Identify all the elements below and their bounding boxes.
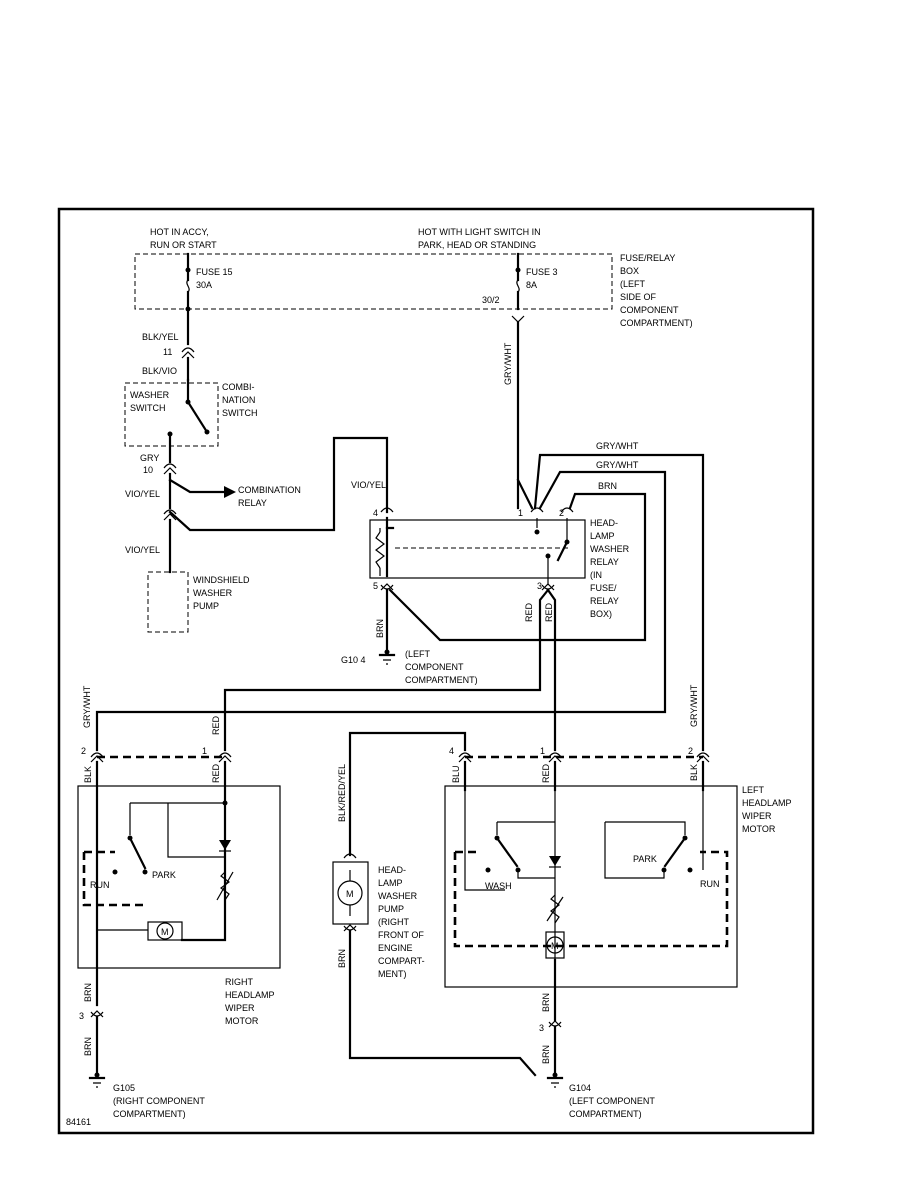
arrow-icon bbox=[224, 486, 236, 498]
label-brn-rm-b: BRN bbox=[83, 1037, 93, 1056]
label-fuse-box: FUSE/RELAY BOX (LEFT SIDE OF COMPONENT C… bbox=[620, 253, 693, 328]
label-blk-vio: BLK/VIO bbox=[142, 366, 177, 376]
combination-relay-wire bbox=[168, 478, 226, 494]
label-relay-pin1: 1 bbox=[518, 508, 523, 518]
label-vio-yel-1: VIO/YEL bbox=[125, 489, 160, 499]
figure-number: 84161 bbox=[66, 1117, 91, 1127]
wire-blk-red-yel bbox=[348, 731, 467, 857]
label-pin11: 11 bbox=[163, 347, 172, 357]
label-pin3-lm: 3 bbox=[539, 1023, 544, 1033]
wire-red-relay-3 bbox=[223, 588, 550, 752]
label-red-relay-b: RED bbox=[544, 602, 554, 622]
fuse-3 bbox=[511, 252, 525, 510]
right-motor-internals bbox=[82, 800, 234, 942]
combination-switch-box bbox=[124, 382, 219, 447]
motor-symbol: M bbox=[551, 941, 559, 951]
connector-11 bbox=[181, 347, 195, 359]
ground-icon bbox=[546, 1072, 564, 1088]
label-vio-yel-3: VIO/YEL bbox=[125, 545, 160, 555]
relay-coil bbox=[375, 531, 385, 569]
label-brn-pump: BRN bbox=[337, 949, 347, 968]
label-park-r: PARK bbox=[152, 870, 176, 880]
wire-gry-wht-relay-1 bbox=[516, 478, 534, 510]
ground-icon bbox=[378, 649, 396, 665]
label-brn-lm-b: BRN bbox=[541, 1045, 551, 1064]
label-park-l: PARK bbox=[633, 854, 657, 864]
label-brn-relay: BRN bbox=[375, 619, 385, 638]
label-gry-wht-vert: GRY/WHT bbox=[503, 342, 513, 385]
wire-gry-wht-inner bbox=[95, 470, 667, 752]
label-gry: GRY bbox=[140, 453, 159, 463]
label-blk-red-yel: BLK/RED/YEL bbox=[337, 764, 347, 822]
label-run-l: RUN bbox=[700, 879, 720, 889]
label-blk-lm: BLK bbox=[689, 764, 699, 781]
motor-symbol: M bbox=[161, 927, 169, 937]
label-lm-pin2: 2 bbox=[688, 746, 693, 756]
label-red-lm: RED bbox=[541, 763, 551, 783]
connector-10 bbox=[163, 463, 177, 475]
label-hot-accy: HOT IN ACCY,RUN OR START bbox=[150, 227, 217, 250]
label-pin3-rm: 3 bbox=[79, 1011, 84, 1021]
label-lm-pin4: 4 bbox=[449, 746, 454, 756]
label-gry-wht-top1: GRY/WHT bbox=[596, 441, 639, 451]
label-pin10: 10 bbox=[143, 465, 153, 475]
label-g104-top: G10 4 bbox=[341, 655, 366, 665]
label-blk-rm: BLK bbox=[83, 766, 93, 783]
headlamp-washer-pump bbox=[332, 861, 369, 925]
windshield-washer-pump bbox=[147, 571, 189, 633]
label-relay-pin5: 5 bbox=[373, 581, 378, 591]
label-gry-wht-left: GRY/WHT bbox=[82, 685, 92, 728]
label-rm-pin1: 1 bbox=[202, 746, 207, 756]
headlamp-washer-relay-box bbox=[369, 519, 586, 579]
fuse-15 bbox=[185, 252, 191, 346]
label-relay-pin4: 4 bbox=[373, 508, 378, 518]
label-red-left: RED bbox=[211, 715, 221, 735]
ground-icon bbox=[88, 1072, 106, 1088]
label-head-pump: HEAD- LAMP WASHER PUMP (RIGHT FRONT OF E… bbox=[378, 865, 427, 979]
wire-red-relay-3b bbox=[546, 588, 557, 752]
label-red-rm: RED bbox=[211, 763, 221, 783]
label-red-relay-a: RED bbox=[524, 602, 534, 622]
label-relay-pin2: 2 bbox=[559, 508, 564, 518]
label-brn-lm-a: BRN bbox=[541, 993, 551, 1012]
label-blu-lm: BLU bbox=[451, 765, 461, 783]
label-gry-wht-right: GRY/WHT bbox=[689, 684, 699, 727]
label-rm-pin2: 2 bbox=[81, 746, 86, 756]
label-lm-pin1: 1 bbox=[540, 746, 545, 756]
motor-symbol: M bbox=[346, 889, 354, 899]
label-blk-yel: BLK/YEL bbox=[142, 332, 179, 342]
diagram-frame bbox=[57, 207, 815, 1135]
label-brn-rm-a: BRN bbox=[83, 983, 93, 1002]
left-motor-internals bbox=[453, 790, 729, 960]
label-run-r: RUN bbox=[90, 880, 110, 890]
label-wash-l: WASH bbox=[485, 881, 512, 891]
wire-brn-top bbox=[388, 492, 647, 642]
fuse-relay-box-outline bbox=[134, 253, 613, 310]
wire-gry-wht-top bbox=[533, 453, 705, 752]
left-headlamp-wiper-motor bbox=[444, 785, 738, 988]
label-gry-wht-top2: GRY/WHT bbox=[596, 460, 639, 470]
label-relay: HEAD- LAMP WASHER RELAY (IN FUSE/ RELAY … bbox=[590, 518, 632, 619]
washer-switch bbox=[167, 378, 210, 464]
label-brn-top: BRN bbox=[598, 481, 617, 491]
label-relay-pin3: 3 bbox=[537, 581, 542, 591]
label-fuse3-term: 30/2 bbox=[482, 295, 500, 305]
label-vio-yel-2: VIO/YEL bbox=[351, 480, 386, 490]
wire-vio-yel-to-relay bbox=[168, 436, 389, 532]
right-headlamp-wiper-motor bbox=[77, 785, 281, 969]
